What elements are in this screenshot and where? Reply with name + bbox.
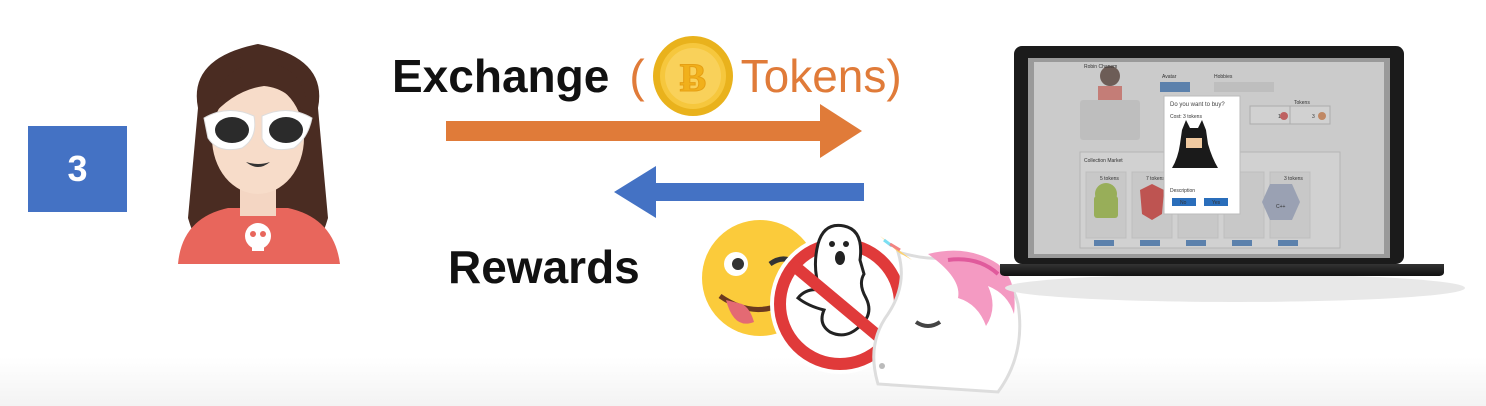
dialog-no-label: No [1180,200,1187,206]
step-number-badge: 3 [28,126,127,212]
screen-market-label: Collection Market [1084,158,1123,164]
dialog-no-button[interactable] [1172,198,1196,206]
screen-card-price-2: 7 tokens [1146,176,1165,182]
dialog-title: Do you want to buy? [1170,102,1225,108]
dialog-yes-label: Yes [1212,200,1221,206]
open-paren: ( [629,50,645,102]
token-coin-icon: Ƀ [645,36,741,116]
screen-likes-count: 1 [1278,114,1281,120]
screen-card-price-1: 5 tokens [1100,176,1119,182]
unicorn-sticker [872,236,1022,394]
dialog-description: Description [1170,188,1195,194]
rewards-label: Rewards [448,241,640,293]
exchange-label: Exchange [392,50,610,102]
screen-avatar-label: Avatar [1162,74,1177,80]
screen-card-price-4: 3 tokens [1284,176,1303,182]
user-avatar-icon [178,44,340,264]
laptop-icon: Robin Chanem Avatar Hobbies Tokens 1 3 C… [1000,46,1465,302]
screen-tokens-label: Tokens [1294,100,1310,106]
screen-header: Robin Chanem [1084,64,1117,70]
tokens-label: Tokens) [740,50,902,102]
svg-text:Ƀ: Ƀ [679,55,706,100]
screen-hobbies-label: Hobbies [1214,74,1233,80]
exchange-arrow-right [446,104,862,158]
exchange-label-line: Exchange ( Ƀ Tokens) [392,36,902,116]
dialog-yes-button[interactable] [1204,198,1228,206]
screen-card-cpp: C++ [1276,204,1286,210]
screen-tokens-count: 3 [1312,114,1315,120]
dialog-cost: Cost: 3 tokens [1170,114,1202,120]
rewards-arrow-left [614,166,864,218]
